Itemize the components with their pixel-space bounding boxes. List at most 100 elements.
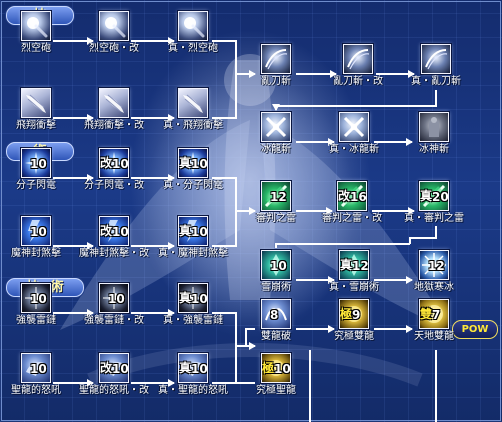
skill-node-s11[interactable]: 真・冰龍斬 (309, 111, 399, 161)
skill-label: 冰龍斬 (261, 144, 291, 155)
skill-label: 真・亂刀斬 (411, 76, 461, 87)
skill-label: 地獄寒冰 (414, 282, 454, 293)
teal-shard-icon[interactable]: 10 (261, 250, 291, 280)
skill-label: 真・冰龍斬 (329, 144, 379, 155)
skill-node-s24[interactable]: 12 地獄寒冰 (389, 249, 479, 299)
skill-level-number: 10 (112, 362, 129, 376)
skill-label: 烈空砲・改 (89, 43, 139, 54)
skill-grade-prefix: 真 (179, 224, 192, 238)
skill-level-number: 10 (191, 157, 208, 171)
seal-lightning-icon[interactable]: 10 (21, 216, 51, 246)
green-bolt-icon[interactable]: 12 (261, 181, 291, 211)
stone-statue-icon[interactable] (419, 112, 449, 142)
light-orb-icon[interactable] (99, 11, 129, 41)
light-orb-icon[interactable] (178, 11, 208, 41)
skill-node-s8[interactable]: 亂刀斬・改 (313, 43, 403, 93)
skill-node-s7[interactable]: 亂刀斬 (231, 43, 321, 93)
skill-level-number: 12 (270, 190, 287, 204)
light-orb-icon[interactable] (21, 11, 51, 41)
wing-icon[interactable] (21, 88, 51, 118)
skill-label: 真・飛翔衝擊 (163, 120, 223, 131)
frost-burst-icon[interactable]: 12 (419, 250, 449, 280)
skill-label: 聖龍的怒吼 (11, 385, 61, 396)
twin-dragon-icon[interactable]: 8 (261, 299, 291, 329)
skill-label: 真・分子閃電 (163, 180, 223, 191)
skill-node-s4[interactable]: 飛翔衝擊 (0, 87, 81, 137)
skill-label: 強襲雷鏈 (16, 315, 56, 326)
skill-node-s9[interactable]: 真・亂刀斬 (391, 43, 481, 93)
blade-slash-icon[interactable] (343, 44, 373, 74)
skill-label: 飛翔衝擊 (16, 120, 56, 131)
skill-node-s12[interactable]: 冰神斬 (389, 111, 479, 161)
skill-grade-prefix: 雙 (420, 307, 433, 321)
skill-node-s19[interactable]: 12 審判之雷 (231, 180, 321, 230)
skill-label: 魔神封煞擊 (11, 248, 61, 259)
arrowhead (272, 104, 280, 111)
skill-node-s3[interactable]: 真・烈空砲 (148, 10, 238, 60)
dark-burst-icon[interactable]: 10 (21, 283, 51, 313)
skill-node-s25[interactable]: 10 強襲雷鏈 (0, 282, 81, 332)
skill-grade-prefix: 極 (340, 307, 353, 321)
skill-node-s28[interactable]: 10 聖龍的怒吼 (0, 352, 81, 402)
skill-node-s2[interactable]: 烈空砲・改 (69, 10, 159, 60)
skill-grade-prefix: 極 (262, 361, 275, 375)
ice-cross-icon[interactable] (261, 112, 291, 142)
skill-label: 審判之雷 (256, 213, 296, 224)
skill-label: 審判之雷・改 (322, 213, 382, 224)
spark-icon[interactable]: 10 (21, 148, 51, 178)
blade-slash-icon[interactable] (261, 44, 291, 74)
skill-level-number: 12 (428, 259, 445, 273)
skill-node-s5[interactable]: 飛翔衝擊・改 (69, 87, 159, 137)
skill-level-number: 10 (270, 259, 287, 273)
skill-level-number: 7 (432, 308, 441, 322)
skill-level-number: 9 (352, 308, 361, 322)
ice-cross-icon[interactable] (339, 112, 369, 142)
skill-level-number: 20 (432, 190, 449, 204)
skill-level-number: 10 (30, 157, 47, 171)
skill-node-s6[interactable]: 真・飛翔衝擊 (148, 87, 238, 137)
skill-level-number: 10 (30, 225, 47, 239)
skill-node-s10[interactable]: 冰龍斬 (231, 111, 321, 161)
skill-label: 究極雙龍 (334, 331, 374, 342)
wing-icon[interactable] (99, 88, 129, 118)
skill-node-s1[interactable]: 烈空砲 (0, 10, 81, 60)
skill-level-number: 10 (30, 292, 47, 306)
wing-icon[interactable] (178, 88, 208, 118)
skill-grade-prefix: 真 (420, 189, 433, 203)
skill-node-s16[interactable]: 10 魔神封煞擊 (0, 215, 81, 265)
dark-burst-icon[interactable]: 10 (99, 283, 129, 313)
blade-slash-icon[interactable] (421, 44, 451, 74)
dragon-roar-icon[interactable]: 10 (21, 353, 51, 383)
skill-label: 真・烈空砲 (168, 43, 218, 54)
